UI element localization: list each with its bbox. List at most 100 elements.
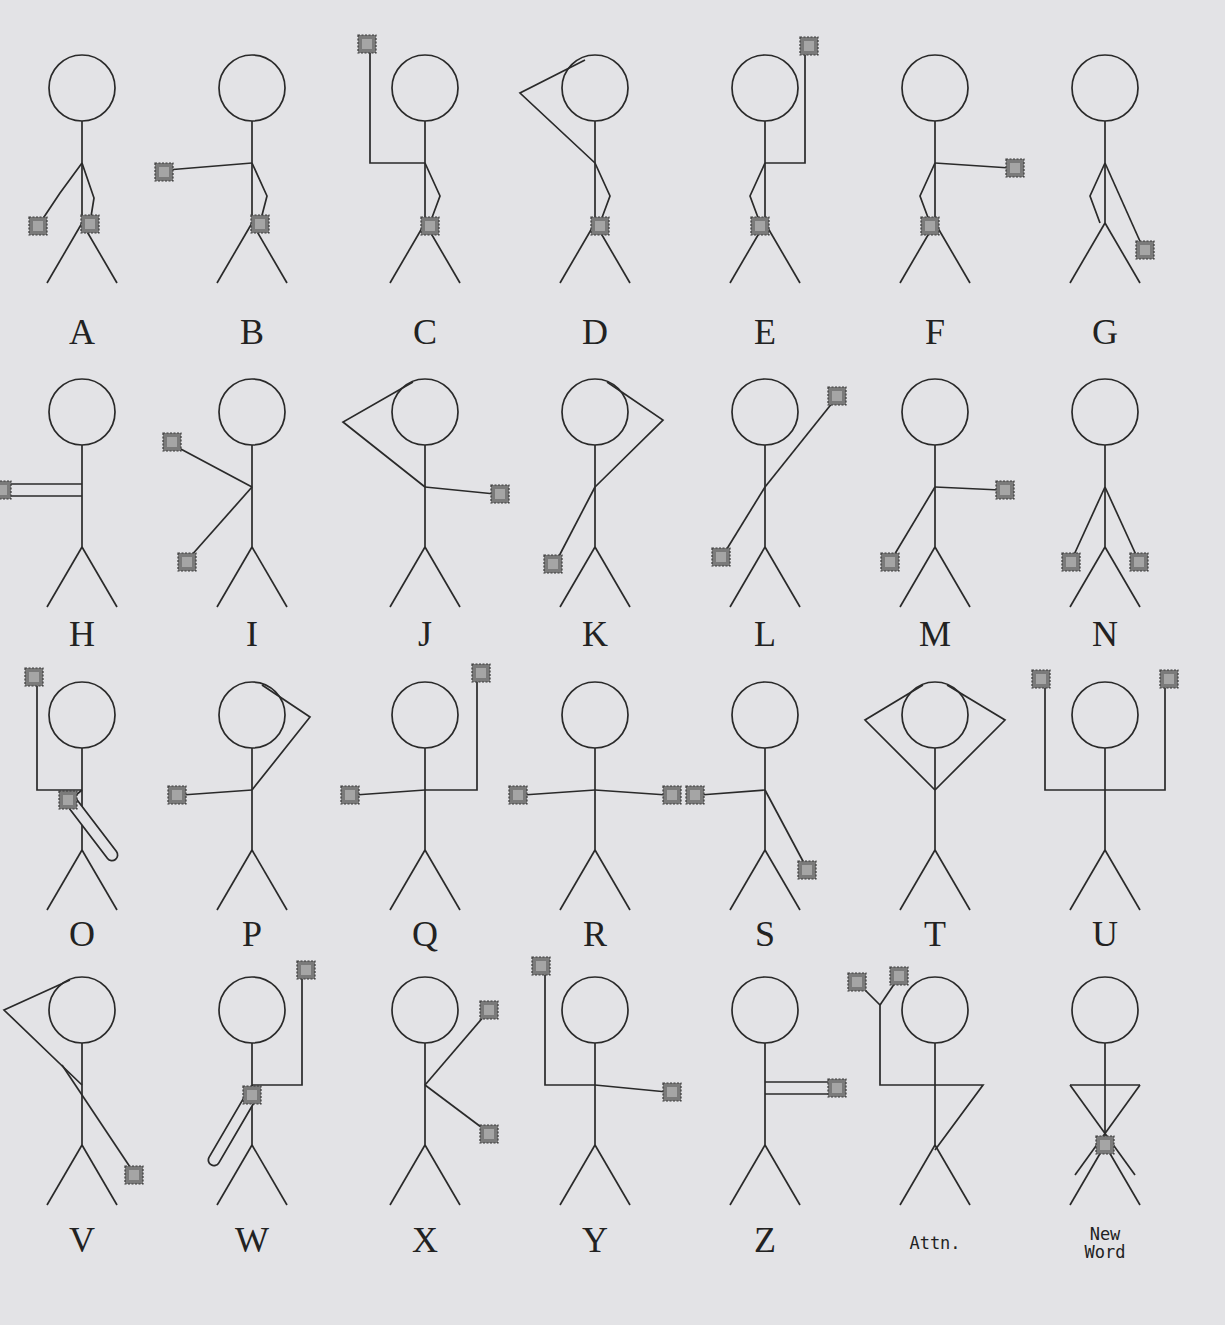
figure-body: [935, 547, 970, 607]
flag-texture: [536, 961, 546, 971]
figure-body: [934, 121, 936, 223]
figure-head: [732, 55, 798, 121]
signal-flag: [591, 217, 609, 235]
figure-body: [47, 547, 82, 607]
flag-texture: [716, 552, 726, 562]
figure-arm: [765, 790, 805, 865]
signal-flag: [59, 791, 77, 809]
stick-figure: [686, 682, 816, 910]
flag-texture: [129, 1170, 139, 1180]
figure-head: [219, 55, 285, 121]
letter-label: L: [754, 616, 776, 652]
signal-flag: [421, 217, 439, 235]
figure-arm: [545, 972, 595, 1085]
figure-head: [219, 682, 285, 748]
signal-flag: [480, 1125, 498, 1143]
stick-figure: [544, 379, 663, 607]
flag-texture: [1100, 1140, 1110, 1150]
letter-label: Q: [412, 916, 438, 952]
signal-flag: [1062, 553, 1080, 571]
figure-body: [764, 445, 766, 547]
figure-arm: [1070, 1084, 1140, 1086]
figure-body: [765, 850, 800, 910]
figure-body: [560, 850, 595, 910]
figure-head: [392, 682, 458, 748]
flag-texture: [802, 865, 812, 875]
figure-body: [425, 547, 460, 607]
figure-body: [594, 121, 596, 223]
figure-body: [217, 850, 252, 910]
figure-body: [900, 850, 935, 910]
figure-arm: [1070, 1085, 1135, 1175]
figure-body: [424, 1043, 426, 1145]
signal-flag: [1130, 553, 1148, 571]
stick-figure: [1070, 977, 1140, 1205]
letter-label: P: [242, 916, 262, 952]
signal-flag: [243, 1086, 261, 1104]
signal-flag: [491, 485, 509, 503]
signal-flag: [798, 861, 816, 879]
figure-arm: [82, 163, 94, 223]
flag-texture: [548, 559, 558, 569]
figure-body: [900, 547, 935, 607]
figure-arm: [252, 163, 267, 223]
signal-flag: [29, 217, 47, 235]
signal-flag: [828, 1079, 846, 1097]
flag-texture: [832, 391, 842, 401]
flag-texture: [1036, 674, 1046, 684]
figure-head: [902, 977, 968, 1043]
figure-head: [732, 977, 798, 1043]
flag-texture: [513, 790, 523, 800]
signal-flag: [544, 555, 562, 573]
letter-label: K: [582, 616, 608, 652]
figure-body: [1104, 1043, 1106, 1145]
flag-texture: [29, 672, 39, 682]
figure-body: [560, 547, 595, 607]
signal-flag: [81, 215, 99, 233]
figure-head: [1072, 55, 1138, 121]
figure-body: [424, 445, 426, 547]
figure-head: [219, 977, 285, 1043]
figure-body: [82, 1145, 117, 1205]
figure-body: [1070, 850, 1105, 910]
figure-body: [47, 850, 82, 910]
flag-texture: [85, 219, 95, 229]
signal-flag: [168, 786, 186, 804]
figure-arm: [750, 163, 765, 223]
figure-arm: [177, 447, 252, 487]
figure-arm: [1105, 487, 1137, 557]
figure-body: [560, 223, 595, 283]
signal-flag: [712, 548, 730, 566]
letter-label: R: [583, 916, 607, 952]
figure-head: [392, 55, 458, 121]
figure-body: [764, 121, 766, 223]
figure-body: [390, 1145, 425, 1205]
figure-arm: [37, 683, 82, 790]
letter-label: S: [755, 916, 775, 952]
flag-texture: [1164, 674, 1174, 684]
flag-texture: [301, 965, 311, 975]
flag-texture: [852, 977, 862, 987]
figure-body: [764, 748, 766, 850]
flag-texture: [755, 221, 765, 231]
flag-texture: [159, 167, 169, 177]
flag-texture: [484, 1005, 494, 1015]
figure-arm: [1073, 487, 1105, 557]
figure-head: [902, 55, 968, 121]
figure-body: [730, 850, 765, 910]
figure-body: [252, 850, 287, 910]
signal-flag: [828, 387, 846, 405]
figure-body: [934, 1043, 936, 1145]
stick-figure: [848, 967, 983, 1205]
figure-body: [217, 223, 252, 283]
figure-head: [562, 977, 628, 1043]
stick-figure: [881, 379, 1014, 607]
figure-arm: [4, 980, 82, 1085]
figure-arm: [343, 382, 425, 487]
figure-body: [217, 547, 252, 607]
stick-figure: [163, 379, 287, 607]
figure-arm: [1105, 685, 1165, 790]
flag-texture: [667, 1087, 677, 1097]
figure-arm: [520, 60, 595, 163]
